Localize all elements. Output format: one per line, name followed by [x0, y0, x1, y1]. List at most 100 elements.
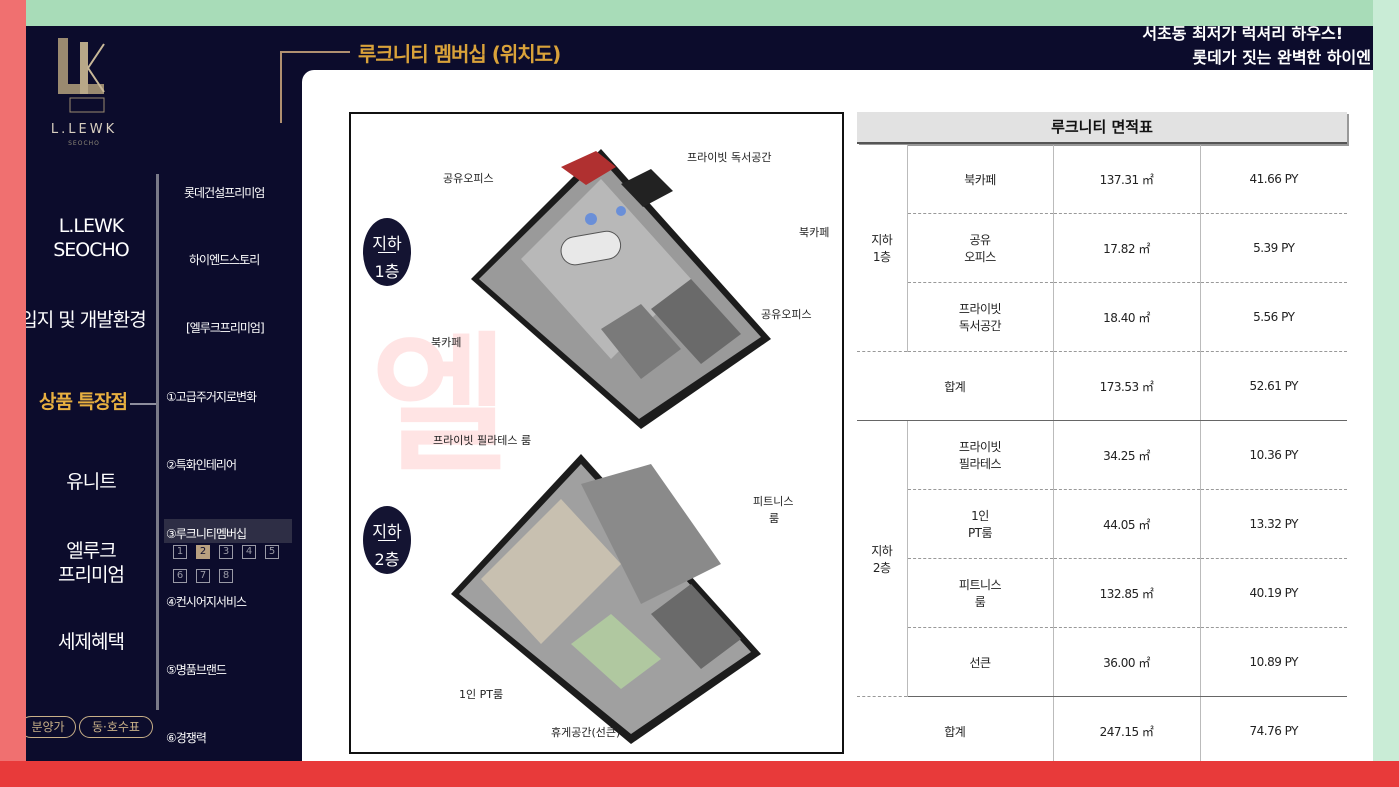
floor-cell-line2: 1층: [872, 250, 891, 264]
facility-name: 필라테스: [958, 457, 1002, 471]
sub-nav-item-membership[interactable]: ③루크니티멤버십: [166, 527, 247, 541]
area-m2-cell: 18.40 ㎡: [1053, 282, 1201, 352]
sub-nav-item-luxury-residence[interactable]: ①고급주거지로변화: [166, 390, 257, 404]
page-number-button[interactable]: 1: [173, 545, 187, 559]
facility-name: 프라이빗: [958, 440, 1002, 454]
page-number-button-active[interactable]: 2: [196, 545, 210, 559]
frame-bottom: [0, 761, 1399, 787]
area-m2-cell: 132.85 ㎡: [1053, 558, 1201, 628]
sub-nav-item-interior[interactable]: ②특화인테리어: [166, 458, 237, 472]
floor-badge-line2: 2층: [374, 550, 400, 569]
frame-right: [1373, 0, 1399, 787]
facility-name: 독서공간: [958, 319, 1002, 333]
sub-nav-item-competitiveness[interactable]: ⑥경쟁력: [166, 731, 207, 745]
floor-cell-b1: 지하 1층: [857, 145, 908, 352]
total-m2-cell: 247.15 ㎡: [1053, 696, 1201, 761]
floor-plan-b1-image: [471, 149, 771, 429]
page-number-button[interactable]: 5: [265, 545, 279, 559]
page-number-button[interactable]: 8: [219, 569, 233, 583]
content-panel: 엘 지하 1층 지하 2층 프라이빗 독서공간 공유오피스 북카페 북카페 공유…: [302, 70, 1373, 761]
main-nav-label: 상품 특장점: [38, 391, 128, 413]
price-button[interactable]: 분양가: [26, 716, 76, 738]
floor-badge-divider: [378, 540, 396, 541]
sub-nav-item-highend-story[interactable]: 하이엔드스토리: [189, 253, 260, 267]
logo-text: L.LEWK: [50, 122, 118, 137]
main-nav-item-unit[interactable]: 유니트: [26, 470, 156, 494]
label-book-cafe-2: 북카페: [431, 336, 462, 349]
sub-nav-item-llewk-premium[interactable]: [엘루크프리미엄]: [186, 321, 265, 335]
label-private-pilates: 프라이빗 필라테스 룸: [433, 434, 532, 447]
facility-name: 선큰: [969, 655, 991, 670]
floor-badge-b1: 지하 1층: [363, 218, 411, 286]
active-connector: [130, 403, 158, 405]
frame-left: [0, 0, 26, 787]
page-title: 루크니티 멤버십 (위치도): [358, 42, 561, 66]
page-number-button[interactable]: 7: [196, 569, 210, 583]
total-py-cell: 74.76 PY: [1200, 696, 1347, 761]
floor-badge-line2: 1층: [374, 262, 400, 281]
floor-plan-b2-image: [451, 454, 761, 744]
floor-cell-line1: 지하: [871, 543, 893, 558]
area-m2-cell: 36.00 ㎡: [1053, 627, 1201, 697]
area-py-cell: 5.56 PY: [1200, 282, 1347, 352]
area-table-title: 루크니티 면적표: [857, 112, 1347, 144]
facility-name: 피트니스: [958, 578, 1002, 592]
table-row: 지하 1층 북카페 137.31 ㎡ 41.66 PY: [857, 145, 1347, 352]
facility-name: 북카페: [964, 172, 996, 187]
sub-nav-item-brand[interactable]: ⑤명품브랜드: [166, 663, 227, 677]
main-nav-label: 프리미엄: [58, 564, 125, 586]
table-row-total: 합계 247.15 ㎡ 74.76 PY: [857, 696, 1347, 761]
area-m2-cell: 34.25 ㎡: [1053, 420, 1201, 490]
main-nav-item-features[interactable]: 상품 특장점: [26, 390, 148, 414]
page-number-button[interactable]: 6: [173, 569, 187, 583]
facility-name: 룸: [974, 595, 986, 609]
table-row-total: 합계 173.53 ㎡ 52.61 PY: [857, 351, 1347, 421]
main-nav-item-location[interactable]: 입지 및 개발환경: [26, 308, 148, 332]
facility-name: PT룸: [967, 526, 993, 540]
main-nav-item-premium[interactable]: 엘루크 프리미엄: [26, 539, 156, 587]
page-number-button[interactable]: 4: [242, 545, 256, 559]
total-py-cell: 52.61 PY: [1200, 351, 1347, 421]
facility-name: 오피스: [964, 250, 996, 264]
label-rest-area: 휴게공간(선큰): [551, 726, 621, 739]
area-py-cell: 13.32 PY: [1200, 489, 1347, 559]
label-book-cafe-1: 북카페: [799, 226, 830, 239]
unit-table-button[interactable]: 동·호수표: [79, 716, 153, 738]
facility-name: 프라이빗: [958, 302, 1002, 316]
label-private-reading: 프라이빗 독서공간: [687, 151, 772, 164]
nav-divider: [156, 174, 159, 710]
main-nav-label: 유니트: [66, 471, 116, 493]
main-nav-label: SEOCHO: [53, 239, 130, 261]
facility-cell: 북카페: [907, 145, 1054, 214]
logo-mark-icon[interactable]: [56, 38, 106, 114]
sub-nav-item-concierge[interactable]: ④컨시어지서비스: [166, 595, 247, 609]
total-label-cell: 합계: [857, 351, 1054, 421]
frame-top: [0, 0, 1399, 26]
area-py-cell: 41.66 PY: [1200, 145, 1347, 214]
sub-nav-active-highlight: [164, 519, 292, 543]
total-m2-cell: 173.53 ㎡: [1053, 351, 1201, 421]
facility-cell: 선큰: [907, 627, 1054, 697]
main-nav-item-tax[interactable]: 세제혜택: [26, 630, 156, 654]
floor-plan-box: 엘 지하 1층 지하 2층 프라이빗 독서공간 공유오피스 북카페 북카페 공유…: [349, 112, 844, 754]
floor-cell-line1: 지하: [871, 233, 893, 247]
total-label-cell: 합계: [857, 696, 1054, 761]
area-m2-cell: 137.31 ㎡: [1053, 145, 1201, 214]
page-number-button[interactable]: 3: [219, 545, 233, 559]
sub-nav-item-lotte-premium[interactable]: 롯데건설프리미엄: [184, 186, 265, 200]
main-nav-item-llewk-seocho[interactable]: L.LEWK SEOCHO: [26, 214, 156, 262]
area-py-cell: 10.36 PY: [1200, 420, 1347, 490]
logo-subtext: SEOCHO: [68, 140, 100, 147]
label-shared-office-1: 공유오피스: [443, 172, 494, 185]
header-line: [300, 51, 350, 53]
main-nav-label: 입지 및 개발환경: [26, 309, 147, 331]
